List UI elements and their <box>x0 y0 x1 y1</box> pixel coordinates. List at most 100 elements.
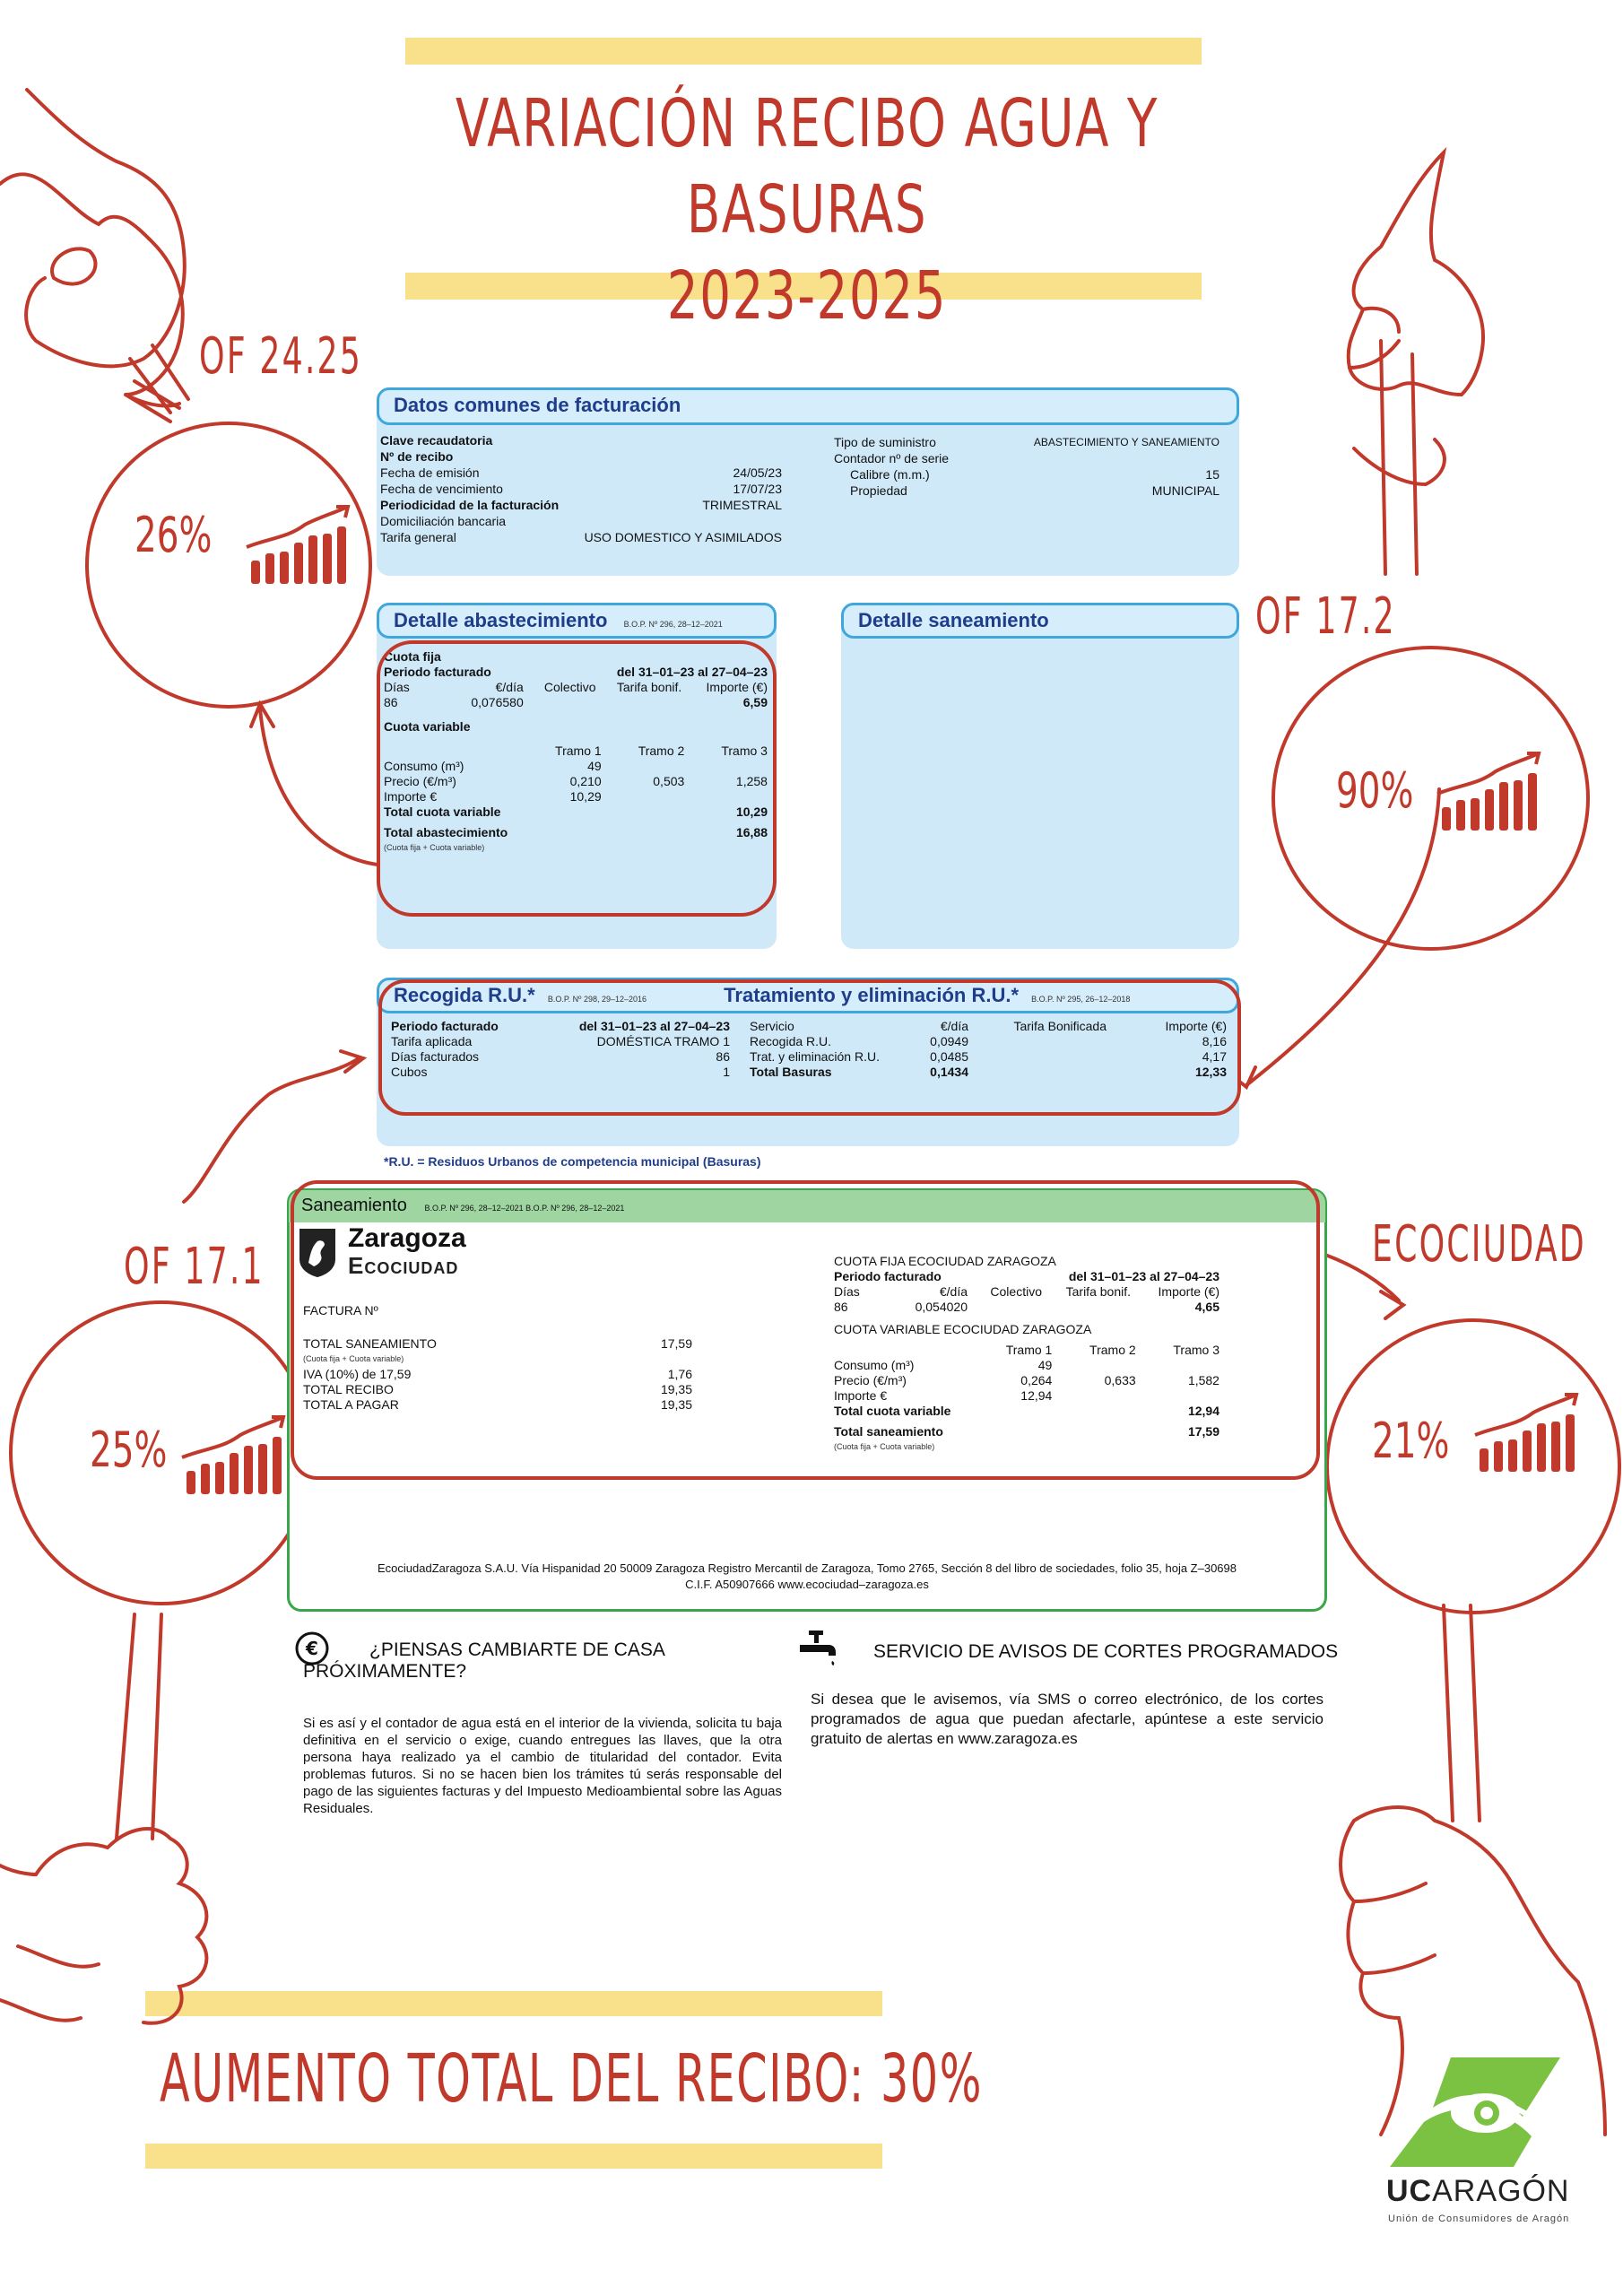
title-line-2: 2023-2025 <box>666 257 948 335</box>
callout-pct-top-right: 90% <box>1336 762 1414 819</box>
growth-chart-icon <box>1474 1393 1579 1472</box>
eco-bop: B.O.P. Nº 296, 28–12–2021 B.O.P. Nº 296,… <box>424 1204 625 1213</box>
eco-panel <box>287 1188 1327 1612</box>
fija-heading: CUOTA FIJA ECOCIUDAD ZARAGOZA <box>834 1254 1056 1268</box>
cell-value: 49 <box>587 759 602 773</box>
eco-title: Saneamiento <box>301 1196 407 1215</box>
cell-value: 12,94 <box>1020 1388 1053 1403</box>
factura-label: FACTURA Nº <box>303 1303 378 1318</box>
eco-logo-name: Zaragoza <box>348 1223 466 1253</box>
cell-value: Trat. y eliminación R.U. <box>750 1049 880 1064</box>
trat-title: Tratamiento y eliminación R.U.* <box>724 984 1020 1006</box>
datos-row: Calibre (m.m.)15 <box>834 466 1219 483</box>
row-label: Tarifa aplicada <box>391 1034 473 1048</box>
eco-logo-sub: Ecociudad <box>348 1252 459 1279</box>
tramo-header: Tramo 1 <box>1005 1343 1053 1357</box>
importe-value: 6,59 <box>742 695 768 709</box>
cell-value: 17,59 <box>1187 1424 1219 1439</box>
cell-value: 0,633 <box>1104 1373 1136 1387</box>
datos-label: Tipo de suministro <box>834 435 936 449</box>
growth-chart-icon <box>1436 752 1541 831</box>
cuota-fija-header: Días €/día Colectivo Tarifa bonif. Impor… <box>384 680 768 695</box>
cell-value: 0,210 <box>569 774 602 788</box>
col-header: Servicio <box>750 1019 794 1033</box>
total-san-row: Total saneamiento 17,59 <box>834 1424 1219 1439</box>
datos-value: 24/05/23 <box>733 465 783 480</box>
row-label: Periodo facturado <box>391 1019 499 1033</box>
cell-value: 12,94 <box>1187 1404 1219 1418</box>
row-label: Consumo (m³) <box>834 1358 915 1372</box>
saneamiento-panel <box>841 603 1239 949</box>
row-label: Precio (€/m³) <box>834 1373 907 1387</box>
row-value: 1,76 <box>667 1367 692 1381</box>
recogida-title: Recogida R.U.* <box>394 984 535 1006</box>
row-value: 86 <box>716 1049 730 1064</box>
row-value: del 31–01–23 al 27–04–23 <box>578 1019 730 1033</box>
row-value: DOMÉSTICA TRAMO 1 <box>596 1034 730 1048</box>
datos-label: Fecha de vencimiento <box>380 482 503 496</box>
cell-value: 0,1434 <box>930 1065 968 1079</box>
cell-value: 4,17 <box>1202 1049 1227 1064</box>
logo-name-bold: UC <box>1386 2174 1433 2208</box>
info-left-heading: ¿PIENSAS CAMBIARTE DE CASA PRÓXIMAMENTE? <box>303 1639 664 1682</box>
cuota-variable-label: Cuota variable <box>384 719 471 734</box>
cuota-fija-values: 86 0,076580 6,59 <box>384 695 768 710</box>
col-header: Días <box>834 1284 860 1299</box>
row-label: Total cuota variable <box>834 1404 951 1418</box>
col-header: €/día <box>939 1284 968 1299</box>
datos-label: Fecha de emisión <box>380 465 480 480</box>
callout-of-bottom-right: ECOCIUDAD <box>1372 1215 1586 1274</box>
callout-pct-bottom-left: 25% <box>90 1422 168 1478</box>
datos-comunes-heading: Datos comunes de facturación <box>377 387 1239 425</box>
dias-value: 86 <box>834 1300 848 1314</box>
col-header: Importe (€) <box>1158 1284 1219 1299</box>
ru-right: Servicio €/día Tarifa Bonificada Importe… <box>750 1019 1227 1080</box>
row-label: Total abastecimiento <box>384 825 508 839</box>
info-left-body: Si es así y el contador de agua está en … <box>303 1716 782 1816</box>
datos-value: MUNICIPAL <box>1151 483 1219 498</box>
periodo-value: del 31–01–23 al 27–04–23 <box>1068 1269 1219 1283</box>
eco-heading: Saneamiento B.O.P. Nº 296, 28–12–2021 B.… <box>289 1190 1325 1222</box>
cell-value: 0,503 <box>653 774 685 788</box>
datos-value: ABASTECIMIENTO Y SANEAMIENTO <box>1033 436 1219 448</box>
bottom-title: AUMENTO TOTAL DEL RECIBO: 30% <box>160 2040 983 2118</box>
abastecimiento-bop: B.O.P. Nº 296, 28–12–2021 <box>623 620 723 629</box>
datos-label: Nº de recibo <box>380 449 454 464</box>
tramos-header: Tramo 1 Tramo 2 Tramo 3 <box>834 1343 1219 1358</box>
tramo-header: Tramo 3 <box>721 744 768 758</box>
callout-of-top-left: OF 24.25 <box>199 327 363 386</box>
datos-comunes-left: Clave recaudatoria Nº de recibo Fecha de… <box>380 432 782 545</box>
datos-label: Periodicidad de la facturación <box>380 498 560 512</box>
eco-footer-line-2: C.I.F. A50907666 www.ecociudad–zaragoza.… <box>685 1578 929 1591</box>
consumo-row: Consumo (m³)49 <box>384 759 768 774</box>
datos-comunes-right: Tipo de suministro ABASTECIMIENTO Y SANEA… <box>834 434 1219 499</box>
info-right-heading: SERVICIO DE AVISOS DE CORTES PROGRAMADOS <box>873 1641 1339 1662</box>
cell-value: Total Basuras <box>750 1065 832 1079</box>
row-note: (Cuota fija + Cuota variable) <box>303 1354 404 1363</box>
row-label: Total saneamiento <box>834 1424 943 1439</box>
datos-row: Contador nº de serie <box>834 450 1219 466</box>
col-header: Colectivo <box>990 1284 1042 1299</box>
row-label: Cubos <box>391 1065 428 1079</box>
callout-pct-bottom-right: 21% <box>1372 1413 1450 1469</box>
datos-label: Clave recaudatoria <box>380 433 493 448</box>
cell-value: 0,0949 <box>930 1034 968 1048</box>
tramo-header: Tramo 3 <box>1173 1343 1219 1357</box>
eco-footer: EcociudadZaragoza S.A.U. Vía Hispanidad … <box>296 1561 1318 1593</box>
cell-value: 10,29 <box>569 789 602 804</box>
ru-row: Tarifa aplicada DOMÉSTICA TRAMO 1 <box>391 1034 730 1049</box>
datos-label: Domiciliación bancaria <box>380 514 507 528</box>
ru-row: Periodo facturado del 31–01–23 al 27–04–2… <box>391 1019 730 1034</box>
cell-value: 10,29 <box>735 804 768 819</box>
row-label: Precio (€/m³) <box>384 774 456 788</box>
cell-value: 12,33 <box>1194 1065 1227 1079</box>
